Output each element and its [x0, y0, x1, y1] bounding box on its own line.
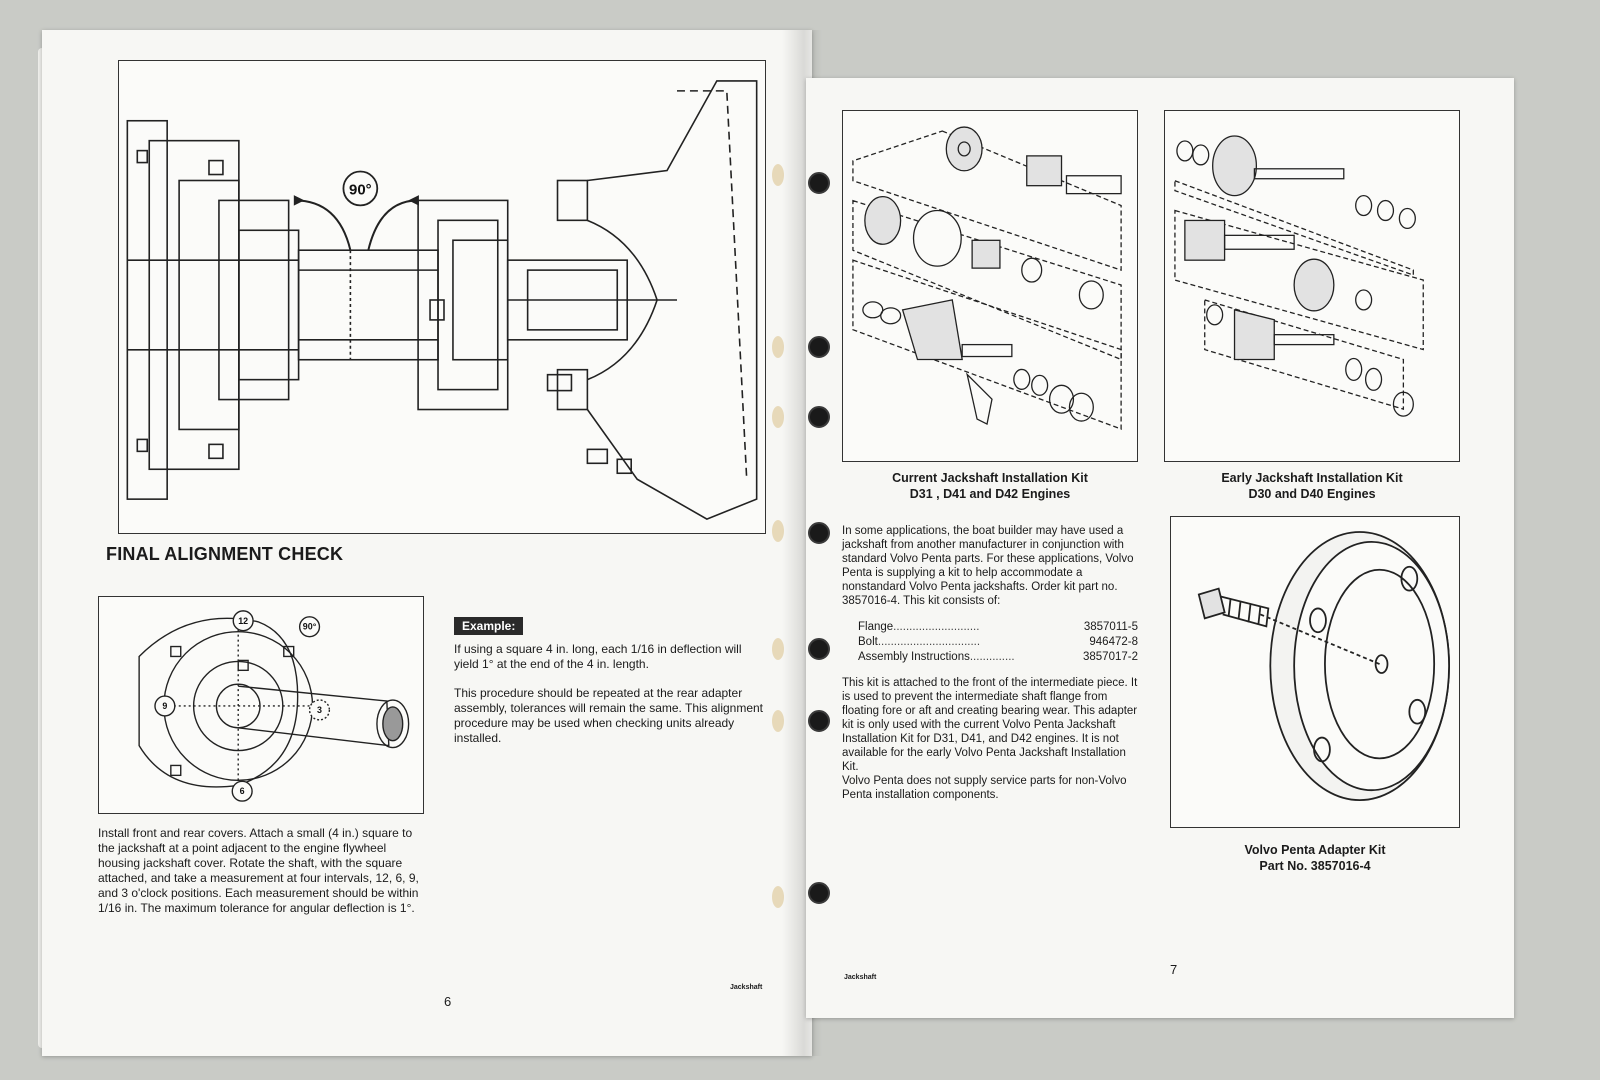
example-text: If using a square 4 in. long, each 1/16 …: [454, 642, 764, 760]
right-page: Current Jackshaft Installation Kit D31 ,…: [806, 78, 1514, 1018]
left-page: 90° FINAL ALIGNMENT CHECK: [42, 30, 812, 1056]
early-kit-diagram: [1164, 110, 1460, 462]
current-kit-engines: D31 , D41 and D42 Engines: [909, 487, 1071, 501]
jackshaft-assembly-drawing: 90°: [126, 80, 758, 520]
page-number-left: 6: [444, 994, 452, 1009]
alignment-check-diagram: 12 90° 9 3 6: [98, 596, 424, 814]
adapter-kit-drawing: [1197, 531, 1450, 802]
punch-hole: [808, 172, 830, 194]
parts-row: Bolt ................................ 94…: [858, 635, 1138, 650]
current-kit-caption: Current Jackshaft Installation Kit D31 ,…: [842, 470, 1138, 502]
adapter-kit-part-number: Part No. 3857016-4: [1259, 859, 1371, 873]
part-leader: ................................: [877, 636, 981, 648]
jackshaft-assembly-diagram: 90°: [118, 60, 766, 534]
punch-hole: [808, 406, 830, 428]
part-leader: ..............: [969, 651, 1015, 663]
current-kit-title: Current Jackshaft Installation Kit: [892, 471, 1088, 485]
early-kit-caption: Early Jackshaft Installation Kit D30 and…: [1164, 470, 1460, 502]
attach-paragraph: This kit is attached to the front of the…: [842, 677, 1138, 773]
parts-row: Assembly Instructions .............. 385…: [858, 650, 1138, 665]
early-kit-title: Early Jackshaft Installation Kit: [1221, 471, 1403, 485]
punch-hole: [808, 710, 830, 732]
example-paragraph-2: This procedure should be repeated at the…: [454, 686, 764, 745]
example-paragraph-1: If using a square 4 in. long, each 1/16 …: [454, 642, 742, 671]
clock-3-label: 3: [317, 705, 322, 715]
angle-90-label: 90°: [303, 622, 317, 632]
kit-parts-list: Flange ........................... 38570…: [858, 620, 1138, 665]
adapter-kit-diagram: [1170, 516, 1460, 828]
alignment-instructions: Install front and rear covers. Attach a …: [98, 826, 419, 915]
clock-6-label: 6: [240, 786, 245, 796]
part-name: Bolt: [858, 636, 878, 648]
section-title: FINAL ALIGNMENT CHECK: [106, 544, 344, 564]
footer-label-left: Jackshaft: [730, 984, 763, 991]
clock-9-label: 9: [162, 701, 167, 711]
punch-hole: [808, 522, 830, 544]
clock-12-label: 12: [238, 616, 248, 626]
part-number: 3857017-2: [1083, 651, 1138, 663]
punch-hole: [772, 886, 784, 908]
punch-hole: [772, 520, 784, 542]
part-number: 946472-8: [1089, 636, 1138, 648]
punch-hole: [772, 406, 784, 428]
punch-hole: [808, 882, 830, 904]
current-kit-diagram: [842, 110, 1138, 462]
part-name: Assembly Instructions: [858, 651, 970, 663]
adapter-kit-title: Volvo Penta Adapter Kit: [1244, 843, 1386, 857]
example-tag: Example:: [454, 617, 524, 635]
footer-label-right: Jackshaft: [844, 974, 877, 981]
punch-hole: [772, 164, 784, 186]
punch-hole: [772, 336, 784, 358]
early-kit-exploded-view: [1174, 135, 1424, 417]
service-paragraph: Volvo Penta does not supply service part…: [842, 775, 1127, 801]
intro-paragraph: In some applications, the boat builder m…: [842, 525, 1134, 607]
punch-hole: [808, 336, 830, 358]
part-leader: ...........................: [893, 621, 980, 633]
early-kit-engines: D30 and D40 Engines: [1248, 487, 1376, 501]
alignment-check-drawing: 12 90° 9 3 6: [138, 610, 410, 802]
punch-hole: [808, 638, 830, 660]
parts-row: Flange ........................... 38570…: [858, 620, 1138, 635]
part-number: 3857011-5: [1083, 621, 1138, 633]
adapter-kit-caption: Volvo Penta Adapter Kit Part No. 3857016…: [1170, 842, 1460, 874]
current-kit-exploded-view: [852, 126, 1122, 430]
angle-label: 90°: [349, 181, 372, 198]
punch-hole: [772, 638, 784, 660]
part-name: Flange: [858, 621, 894, 633]
punch-hole: [772, 710, 784, 732]
page-number-right: 7: [1170, 962, 1178, 977]
